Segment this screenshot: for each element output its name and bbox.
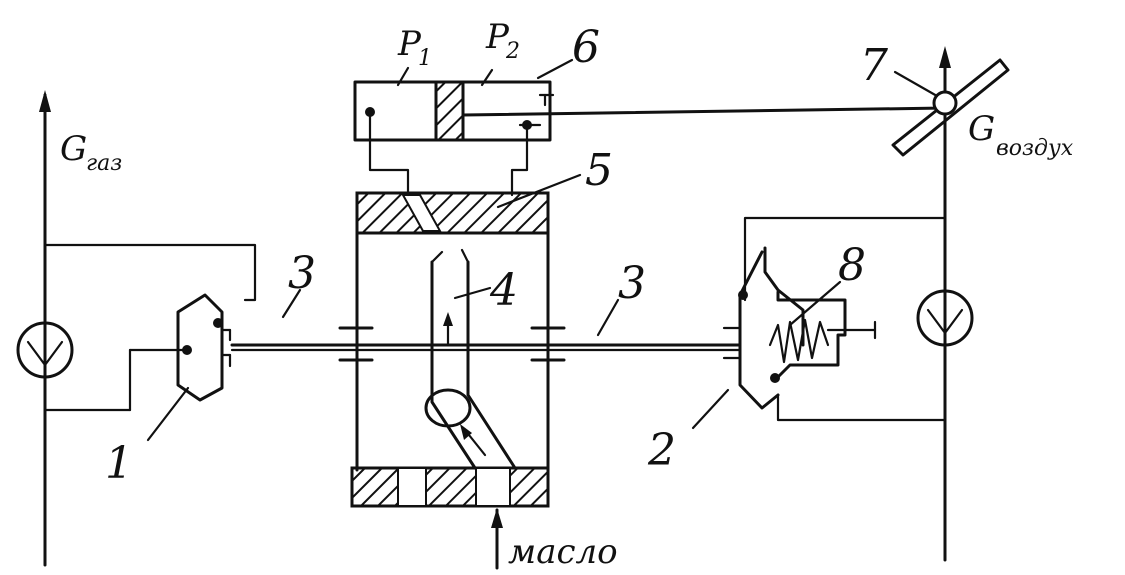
label-p2-sub: 2 [505, 39, 520, 64]
label-p1-sub: 1 [418, 46, 432, 71]
label-p2: P [485, 17, 510, 57]
leader-6 [536, 58, 574, 80]
housing [338, 230, 566, 472]
leader-5 [496, 173, 582, 209]
label-4: 4 [489, 265, 518, 316]
jet-pipe-4 [424, 248, 517, 470]
label-g-gas: G [60, 129, 87, 169]
gas-valve-1 [128, 293, 232, 412]
label-oil: масло [508, 532, 618, 572]
hydraulic-cylinder-6 [353, 80, 947, 197]
leader-1 [146, 386, 190, 442]
leader-3-left [281, 288, 302, 319]
label-g-gas-sub: газ [86, 151, 122, 176]
air-flowmeter-symbol [916, 289, 974, 347]
label-8: 8 [838, 240, 866, 291]
oil-inlet-arrow [491, 508, 503, 570]
leader-p1 [396, 66, 410, 87]
label-2: 2 [647, 425, 676, 476]
label-6: 6 [572, 22, 600, 73]
air-line [743, 46, 951, 562]
label-3-right: 3 [618, 258, 646, 309]
leader-3-right [596, 298, 620, 337]
leader-p2 [480, 68, 494, 87]
label-5: 5 [585, 145, 613, 196]
gas-flowmeter-symbol [16, 321, 74, 379]
shaft-3 [230, 343, 742, 352]
inlet-plate [350, 466, 550, 508]
gas-line [39, 90, 257, 567]
leader-7 [893, 70, 939, 98]
air-throttle-7 [891, 58, 1010, 157]
leader-8 [788, 280, 842, 327]
label-g-air: G [968, 109, 995, 149]
leader-4 [453, 286, 492, 300]
label-7: 7 [860, 40, 888, 91]
leader-2 [691, 388, 730, 430]
label-1: 1 [105, 438, 133, 489]
label-3-left: 3 [288, 248, 316, 299]
label-g-air-sub: воздух [996, 136, 1074, 161]
label-p1: P [397, 24, 422, 64]
air-valve-2 [722, 246, 877, 410]
